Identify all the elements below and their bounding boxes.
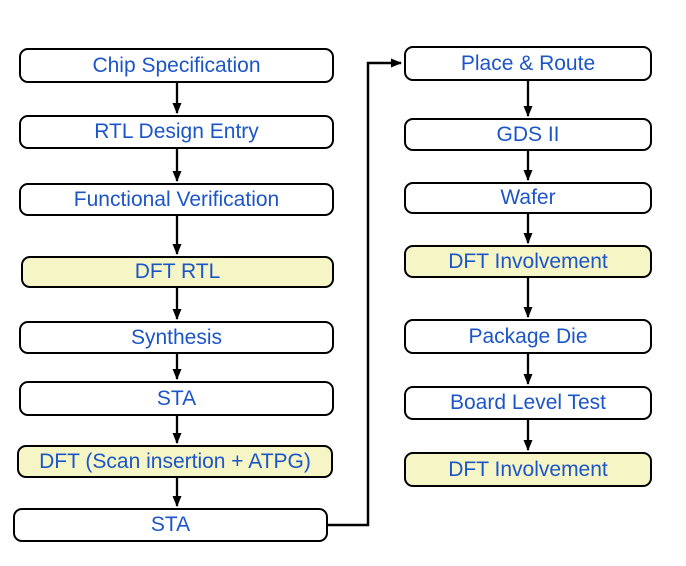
node-label: DFT RTL — [134, 260, 221, 283]
node-label: RTL Design Entry — [94, 120, 259, 143]
node-label: Board Level Test — [449, 391, 607, 414]
node-label: STA — [156, 386, 197, 410]
sta-to-place-route-connector — [328, 58, 402, 527]
node-label: STA — [150, 513, 191, 536]
node-dft-involvement-1: DFT Involvement — [404, 245, 652, 278]
node-label: Synthesis — [130, 325, 223, 349]
node-gds-ii: GDS II — [404, 118, 652, 151]
node-rtl-design-entry: RTL Design Entry — [19, 115, 334, 149]
node-label: Chip Specification — [92, 53, 261, 77]
node-label: Functional Verification — [73, 187, 280, 211]
node-board-level-test: Board Level Test — [404, 386, 652, 420]
node-label: GDS II — [496, 122, 560, 146]
node-label: DFT (Scan insertion + ATPG) — [39, 449, 311, 473]
node-synthesis: Synthesis — [19, 321, 334, 354]
node-place-route: Place & Route — [404, 46, 652, 81]
node-label: Wafer — [500, 186, 556, 209]
node-dft-involvement-2: DFT Involvement — [404, 452, 652, 487]
node-dft-scan-insertion-atpg: DFT (Scan insertion + ATPG) — [17, 445, 333, 478]
node-package-die: Package Die — [404, 319, 652, 354]
node-chip-specification: Chip Specification — [19, 48, 334, 83]
node-label: Place & Route — [460, 51, 596, 75]
node-label: DFT Involvement — [448, 249, 608, 273]
node-functional-verification: Functional Verification — [19, 183, 334, 216]
node-sta-2: STA — [13, 508, 328, 542]
node-dft-rtl: DFT RTL — [21, 256, 334, 288]
node-label: Package Die — [468, 324, 588, 348]
node-label: DFT Involvement — [448, 457, 608, 481]
node-sta-1: STA — [19, 381, 334, 416]
node-wafer: Wafer — [404, 182, 652, 214]
